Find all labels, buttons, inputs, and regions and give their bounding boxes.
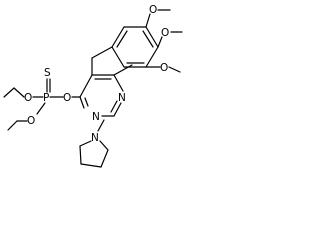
atom-labels: P S O O O N N N O O O: [24, 4, 169, 144]
atom-o-methoxy-3: O: [160, 62, 168, 74]
bond-ar-ome1: [145, 13, 151, 28]
bond-ar-3: [145, 26, 159, 48]
bond-ar-4: [145, 46, 159, 68]
bond-ch2-ch3-bot: [7, 120, 18, 131]
bond-ar-1-double: [116, 30, 128, 48]
atom-p: P: [43, 92, 49, 104]
bond-ch2-ch3-top: [3, 87, 15, 98]
bond-ome3-me: [168, 66, 181, 73]
bond-ar-3-double: [142, 30, 154, 48]
bond-n1-c2: [113, 102, 122, 117]
bond-pyr-4: [100, 149, 109, 168]
bond-n3-c4-double: [84, 97, 89, 107]
atom-o-methoxy-2: O: [161, 27, 169, 39]
bond-ar-ome2: [157, 36, 163, 48]
bond-pyr-5: [99, 140, 109, 151]
bond-p-obot: [36, 102, 46, 115]
atom-o-ester-top: O: [24, 92, 32, 104]
atom-n-pyrrolidine: N: [91, 132, 99, 144]
atom-s: S: [44, 67, 51, 79]
atom-o-methoxy-1: O: [149, 4, 157, 16]
bond-c4-c5: [79, 74, 93, 98]
atom-n-ring-1: N: [118, 92, 126, 104]
bond-ar-1: [111, 26, 125, 48]
bond-ch2-ar: [91, 46, 113, 59]
bond-pyr-3: [80, 163, 102, 168]
atom-o-aryl: O: [63, 92, 71, 104]
bond-pyr-1: [79, 140, 92, 147]
bond-n3-c4: [79, 96, 85, 109]
bond-otop-ch2: [13, 87, 25, 98]
bond-pyr-2: [79, 145, 82, 165]
bonds: [3, 9, 183, 168]
molecule-diagram: P S O O O N N N O O O: [3, 4, 183, 168]
bond-c2-npyr: [97, 119, 105, 132]
atom-n-ring-3: N: [92, 111, 100, 123]
bond-c6-n1: [113, 74, 124, 92]
bond-n1-c2-double: [110, 100, 118, 113]
atom-o-ester-bottom: O: [27, 115, 35, 127]
bond-ar-6: [111, 46, 125, 68]
